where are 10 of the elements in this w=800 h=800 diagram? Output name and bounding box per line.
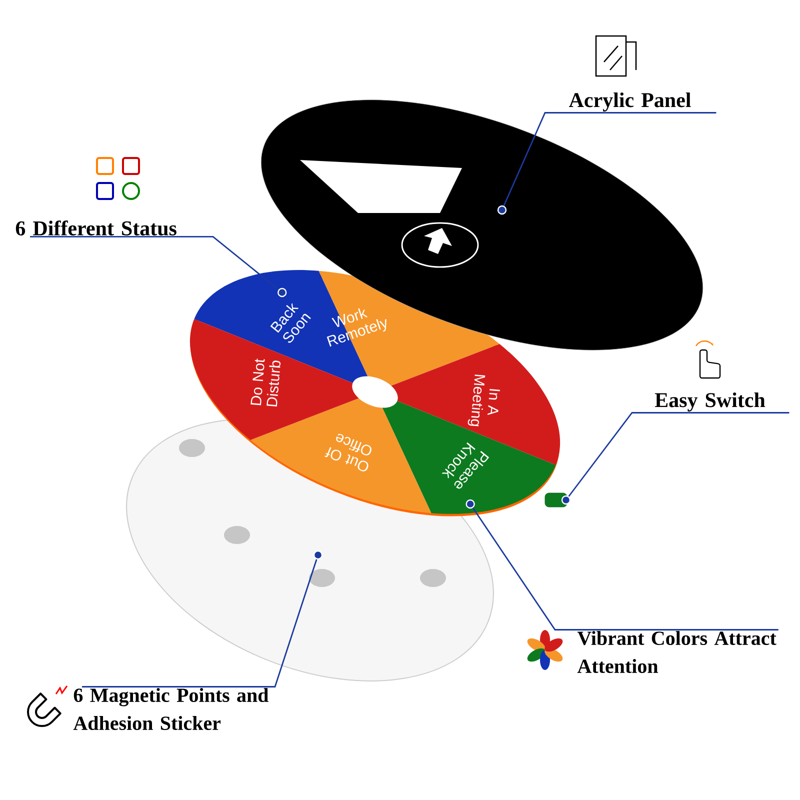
callout-text: Vibrant Colors Attract Attention bbox=[577, 630, 776, 674]
leader-line bbox=[82, 550, 323, 688]
callout-text: 6 Magnetic Points and Adhesion Sticker bbox=[73, 688, 269, 730]
leader-line bbox=[561, 412, 790, 505]
callout-text: 6 Different Status bbox=[16, 220, 176, 236]
callout-text: Easy Switch bbox=[654, 392, 766, 412]
leader-line bbox=[30, 236, 287, 298]
leader-line bbox=[466, 499, 778, 630]
callout-text: Acrylic Panel bbox=[568, 92, 691, 112]
leader-line bbox=[497, 112, 716, 215]
